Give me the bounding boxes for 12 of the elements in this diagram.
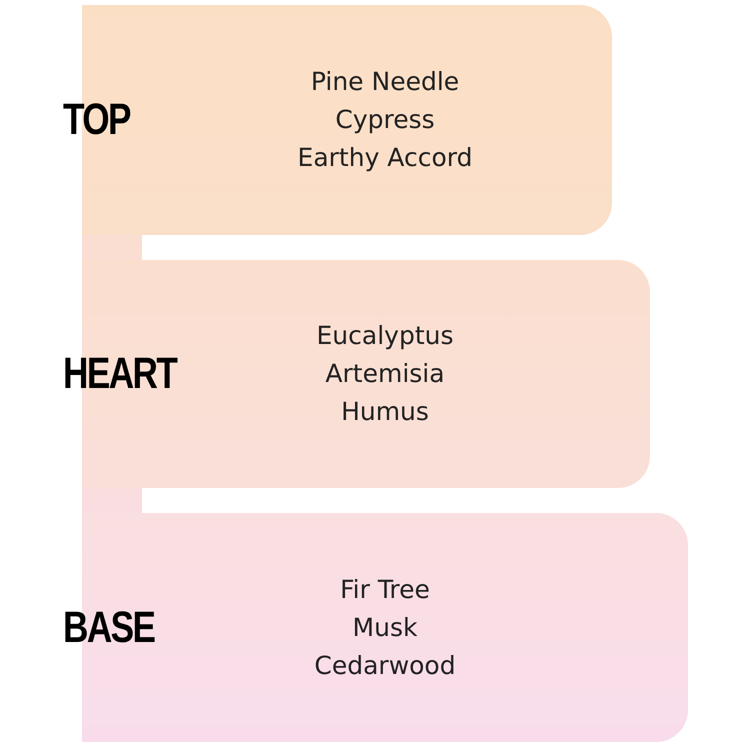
band-heading: BASE xyxy=(63,606,154,650)
note-text: Fir Tree xyxy=(340,574,430,606)
note-text: Musk xyxy=(352,612,418,644)
note-text: Eucalyptus xyxy=(316,320,454,352)
band-heading: HEART xyxy=(63,352,176,396)
note-text: Humus xyxy=(341,396,429,428)
band-heading: TOP xyxy=(63,98,130,142)
note-text: Cypress xyxy=(335,104,435,136)
note-text: Earthy Accord xyxy=(298,142,472,174)
note-text: Cedarwood xyxy=(314,650,456,682)
note-text: Pine Needle xyxy=(310,66,460,98)
note-text: Artemisia xyxy=(325,358,445,390)
